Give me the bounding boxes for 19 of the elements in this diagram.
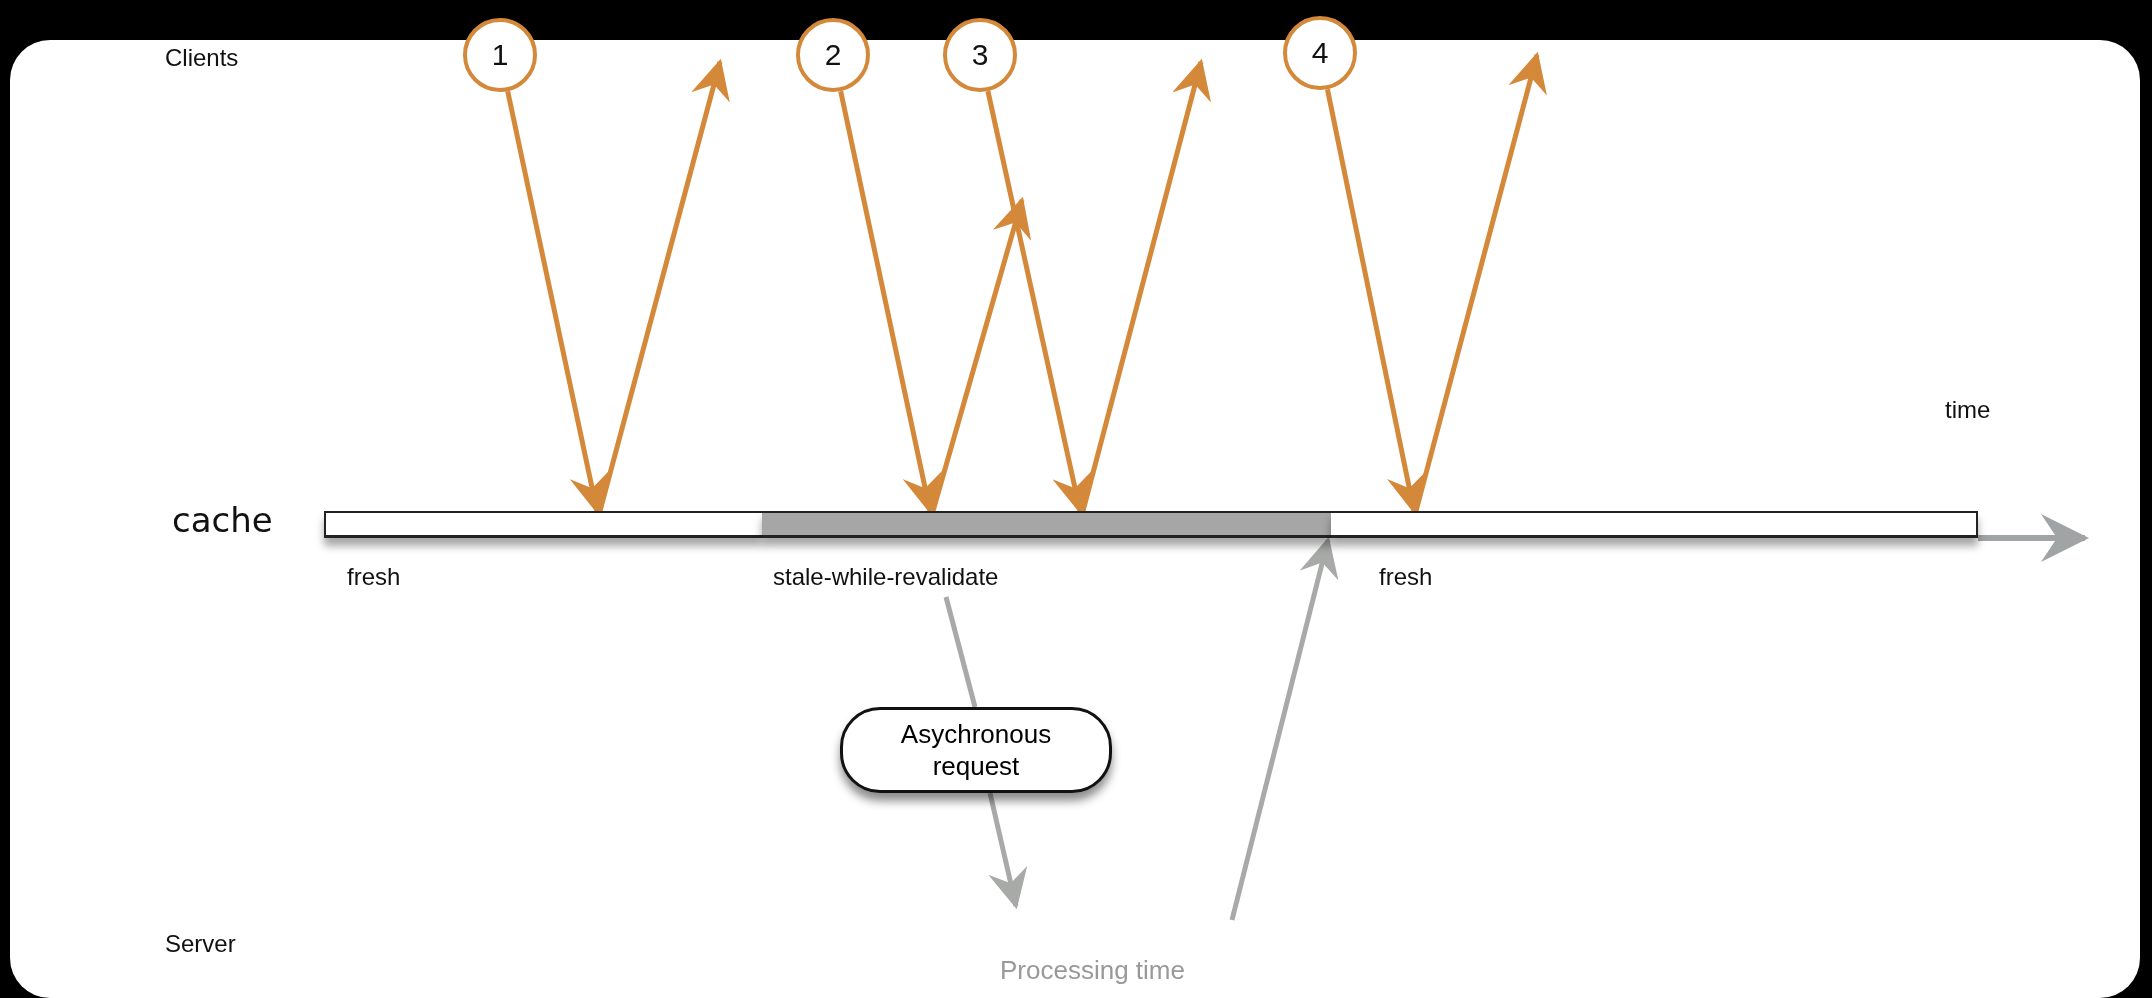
- text-label: Clients: [165, 44, 239, 72]
- process-box: Asychronous request: [840, 707, 1112, 793]
- segment-label: fresh: [347, 563, 401, 591]
- arrow: [987, 792, 1028, 910]
- step-number-circle: 3: [943, 18, 1017, 92]
- row-label: cache: [172, 500, 273, 540]
- step-number-circle: 4: [1283, 16, 1357, 90]
- arrow: [930, 196, 1032, 512]
- text-label: Server: [165, 930, 236, 958]
- text-label: Processing time: [1000, 955, 1185, 986]
- segment-label: stale-while-revalidate: [773, 563, 999, 591]
- arrow: [597, 58, 730, 512]
- step-number-circle: 2: [796, 18, 870, 92]
- arrow: [1413, 51, 1547, 512]
- arrow: [1229, 536, 1339, 921]
- step-number-circle: 1: [463, 18, 537, 92]
- segment-label: fresh: [1379, 563, 1433, 591]
- text-label: time: [1945, 396, 1991, 424]
- arrow: [1080, 58, 1211, 512]
